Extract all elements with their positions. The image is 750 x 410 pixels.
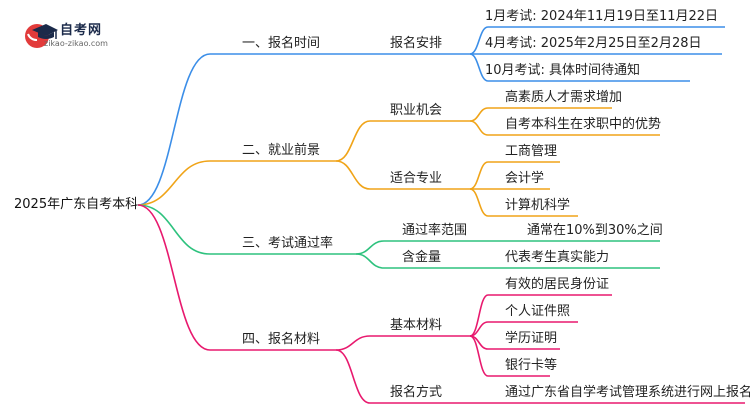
leaf-label: 10月考试: 具体时间待通知 [485, 63, 641, 78]
branch-label: 三、考试通过率 [242, 236, 334, 251]
leaf-label: 有效的居民身份证 [505, 277, 610, 292]
leaf-label: 代表考生真实能力 [505, 250, 610, 265]
sub-connector [335, 335, 371, 351]
leaf-label: 4月考试: 2025年2月25日至2月28日 [485, 36, 702, 51]
branch-label: 四、报名材料 [242, 332, 321, 347]
root-node: 2025年广东自考本科 [14, 197, 139, 212]
leaf-label: 通常在10%到30%之间 [527, 223, 663, 238]
logo: 自考网 zikao-zikao.com [24, 16, 144, 56]
sub-label: 报名安排 [390, 36, 443, 51]
leaf-label: 1月考试: 2024年11月19日至11月22日 [485, 9, 719, 24]
sub-connector [355, 253, 385, 269]
leaf-label: 会计学 [505, 171, 545, 186]
graduation-cap-icon [25, 24, 58, 48]
sub-label: 含金量 [402, 250, 442, 265]
leaf-connector [469, 335, 489, 377]
branch-connector [137, 53, 211, 206]
leaf-label: 银行卡等 [505, 358, 558, 373]
logo-domain: zikao-zikao.com [44, 39, 108, 48]
sub-label: 报名方式 [390, 385, 443, 400]
branch-label: 二、就业前景 [242, 143, 321, 158]
logo-title: 自考网 [60, 23, 103, 38]
leaf-label: 个人证件照 [505, 304, 571, 319]
leaf-connector [469, 120, 489, 136]
branch-connector [137, 160, 211, 206]
sub-connector [335, 120, 371, 162]
leaf-connector [469, 161, 489, 190]
leaf-label: 计算机科学 [505, 198, 571, 213]
branch-connector [137, 204, 211, 351]
sub-connector [335, 160, 371, 190]
leaf-connector [469, 107, 489, 122]
sub-connector [335, 349, 371, 404]
leaf-label: 学历证明 [505, 331, 558, 346]
branch-label: 一、报名时间 [242, 36, 321, 51]
leaf-label: 自考本科生在求职中的优势 [505, 117, 662, 132]
sub-label: 适合专业 [390, 171, 443, 186]
sub-label: 职业机会 [390, 103, 443, 118]
sub-label: 基本材料 [390, 318, 443, 333]
leaf-connector [469, 188, 489, 217]
leaf-label: 通过广东省自学考试管理系统进行网上报名 [505, 385, 750, 400]
leaf-label: 高素质人才需求增加 [505, 90, 623, 105]
leaf-connector [469, 53, 489, 82]
branch-connector [137, 204, 211, 255]
sub-label: 通过率范围 [402, 223, 468, 238]
leaf-label: 工商管理 [505, 144, 558, 159]
sub-connector [355, 240, 385, 255]
